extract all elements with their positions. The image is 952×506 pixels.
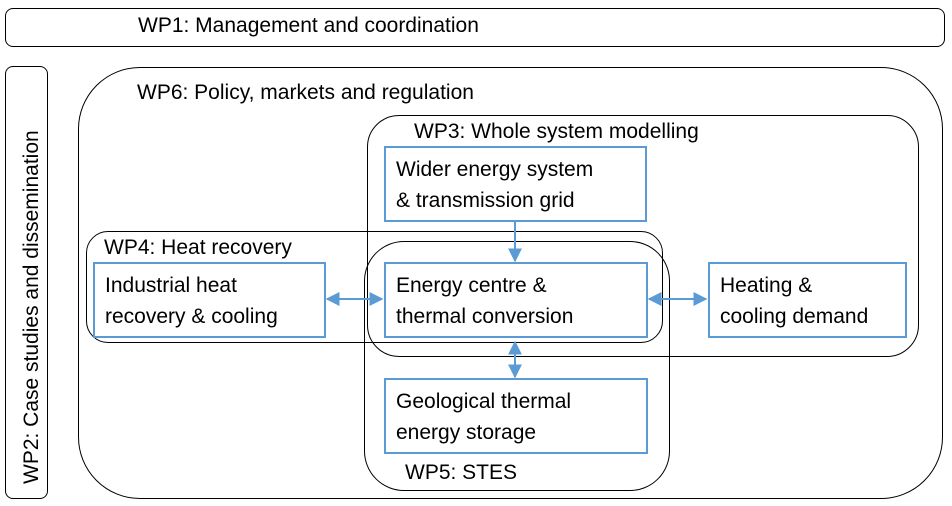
wp6-label: WP6: Policy, markets and regulation	[137, 81, 474, 104]
node-wider-energy-system-line2: & transmission grid	[396, 189, 575, 212]
node-geological-line2: energy storage	[396, 421, 537, 444]
node-industrial-line2: recovery & cooling	[105, 305, 278, 328]
wp1-label: WP1: Management and coordination	[138, 14, 479, 37]
node-energy-centre: Energy centre & thermal conversion	[384, 262, 648, 338]
node-geological-line1: Geological thermal	[396, 390, 572, 413]
node-wider-energy-system: Wider energy system & transmission grid	[384, 146, 647, 222]
node-heating-line1: Heating &	[720, 274, 813, 297]
node-wider-energy-system-text: Wider energy system & transmission grid	[396, 154, 593, 216]
node-wider-energy-system-line1: Wider energy system	[396, 158, 594, 181]
wp5-label: WP5: STES	[405, 461, 518, 484]
node-geological-text: Geological thermal energy storage	[396, 386, 571, 448]
node-energy-centre-line1: Energy centre &	[396, 274, 547, 297]
wp3-label: WP3: Whole system modelling	[414, 120, 699, 143]
node-energy-centre-line2: thermal conversion	[396, 305, 574, 328]
node-energy-centre-text: Energy centre & thermal conversion	[396, 270, 573, 332]
node-heating-line2: cooling demand	[720, 305, 869, 328]
wp5-box	[364, 241, 670, 491]
node-industrial-heat-recovery-text: Industrial heat recovery & cooling	[105, 270, 278, 332]
node-geological-thermal-storage: Geological thermal energy storage	[384, 378, 648, 454]
wp6-box	[78, 67, 943, 499]
node-industrial-heat-recovery: Industrial heat recovery & cooling	[93, 262, 326, 338]
node-heating-text: Heating & cooling demand	[720, 270, 868, 332]
wp3-box	[367, 115, 919, 357]
node-heating-cooling-demand: Heating & cooling demand	[708, 262, 907, 338]
node-industrial-line1: Industrial heat	[105, 274, 237, 297]
wp4-box	[86, 231, 663, 343]
wp2-box	[5, 66, 48, 499]
wp4-label: WP4: Heat recovery	[104, 236, 292, 259]
wp1-box	[5, 8, 945, 47]
